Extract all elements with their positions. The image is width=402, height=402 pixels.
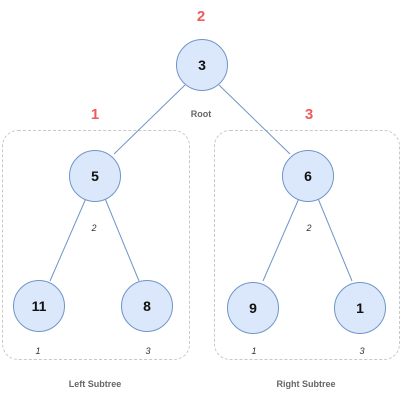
left-order-number: 1 xyxy=(90,106,100,123)
node-left: 5 xyxy=(69,150,121,202)
node-root: 3 xyxy=(176,39,228,91)
edge-left-left xyxy=(49,195,88,282)
right-subtree-index-mid: 2 xyxy=(306,223,312,233)
edge-root-left xyxy=(113,84,186,155)
left-subtree-index-a: 1 xyxy=(35,346,41,356)
left-subtree-box xyxy=(2,130,190,360)
edge-root-right xyxy=(218,84,291,155)
edge-right-right xyxy=(316,195,353,282)
left-subtree-caption: Left Subtree xyxy=(68,379,122,389)
right-subtree-index-a: 1 xyxy=(251,346,257,356)
node-right-right: 1 xyxy=(334,282,386,334)
right-subtree-index-b: 3 xyxy=(359,346,365,356)
edge-left-right xyxy=(103,195,140,282)
node-right-left: 9 xyxy=(227,282,279,334)
node-left-left: 11 xyxy=(13,280,65,332)
edge-right-left xyxy=(262,195,301,282)
right-subtree-box xyxy=(214,130,400,360)
left-subtree-index-mid: 2 xyxy=(91,223,97,233)
left-subtree-index-b: 3 xyxy=(145,346,151,356)
root-label: Root xyxy=(190,109,212,119)
root-order-number: 2 xyxy=(196,8,206,25)
right-order-number: 3 xyxy=(304,106,314,123)
node-left-right: 8 xyxy=(121,280,173,332)
right-subtree-caption: Right Subtree xyxy=(276,379,336,389)
node-right: 6 xyxy=(282,150,334,202)
